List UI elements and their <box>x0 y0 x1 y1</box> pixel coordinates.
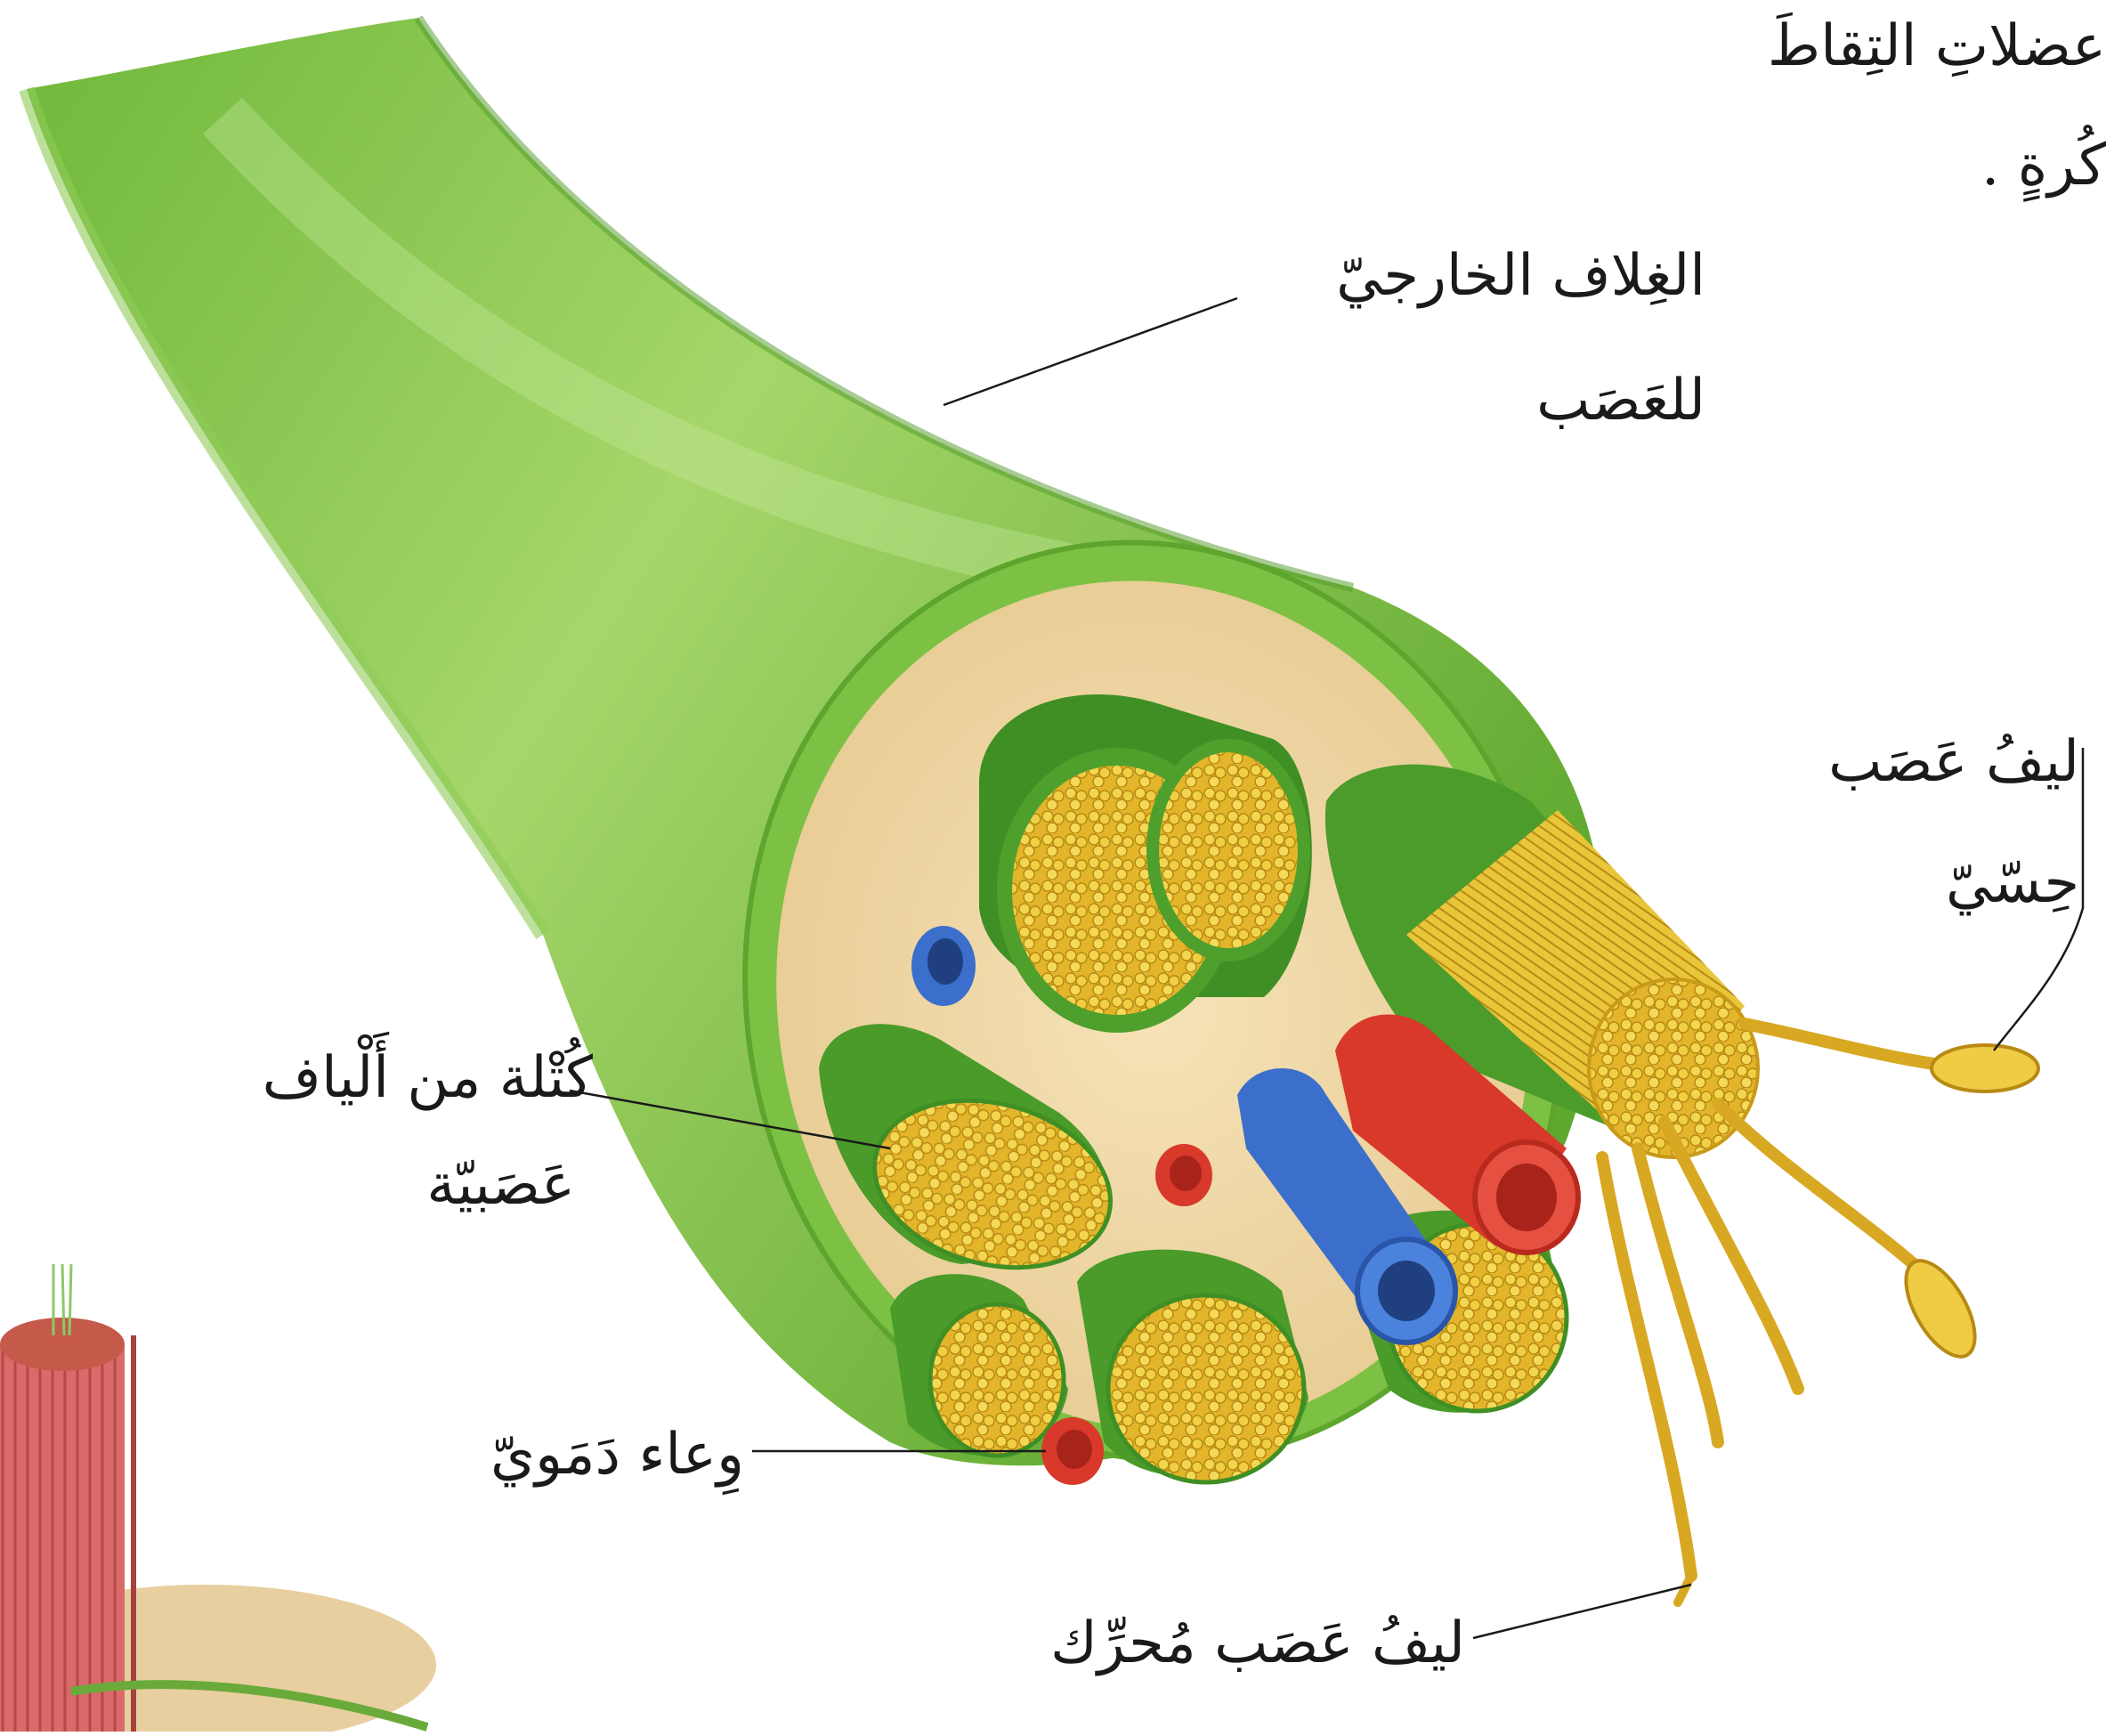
label-bundle-line1: كُتْلة من أَلْياف <box>263 1037 593 1119</box>
label-sensory-line1: ليفُ عَصَب <box>1828 721 2079 803</box>
artery-small-bottom <box>1041 1417 1104 1485</box>
leader-sheath <box>944 298 1237 405</box>
label-sheath-line2: للعَصَب <box>1536 360 1705 442</box>
label-blood-vessel: وِعاء دَمَويّ <box>490 1414 744 1496</box>
top-text-line2: كُرةٍ . <box>1981 125 2106 207</box>
fiber-bundle-top <box>979 694 1312 1033</box>
vein-small <box>911 926 976 1006</box>
label-sheath-line1: الغِلاف الخارجيّ <box>1336 235 1705 317</box>
top-text-line1: عضلاتِ التِقاطَ <box>1768 5 2106 87</box>
leader-motor <box>1473 1585 1691 1638</box>
muscle-fiber <box>0 1264 436 1732</box>
label-motor-fiber: ليفُ عَصَب مُحرِّك <box>1050 1602 1465 1684</box>
label-bundle-line2: عَصَبيّة <box>426 1144 575 1226</box>
label-sensory-line2: حِسّيّ <box>1946 842 2079 924</box>
artery-small-middle <box>1155 1144 1212 1206</box>
fiber-bundle-bottom-middle <box>1077 1250 1308 1482</box>
